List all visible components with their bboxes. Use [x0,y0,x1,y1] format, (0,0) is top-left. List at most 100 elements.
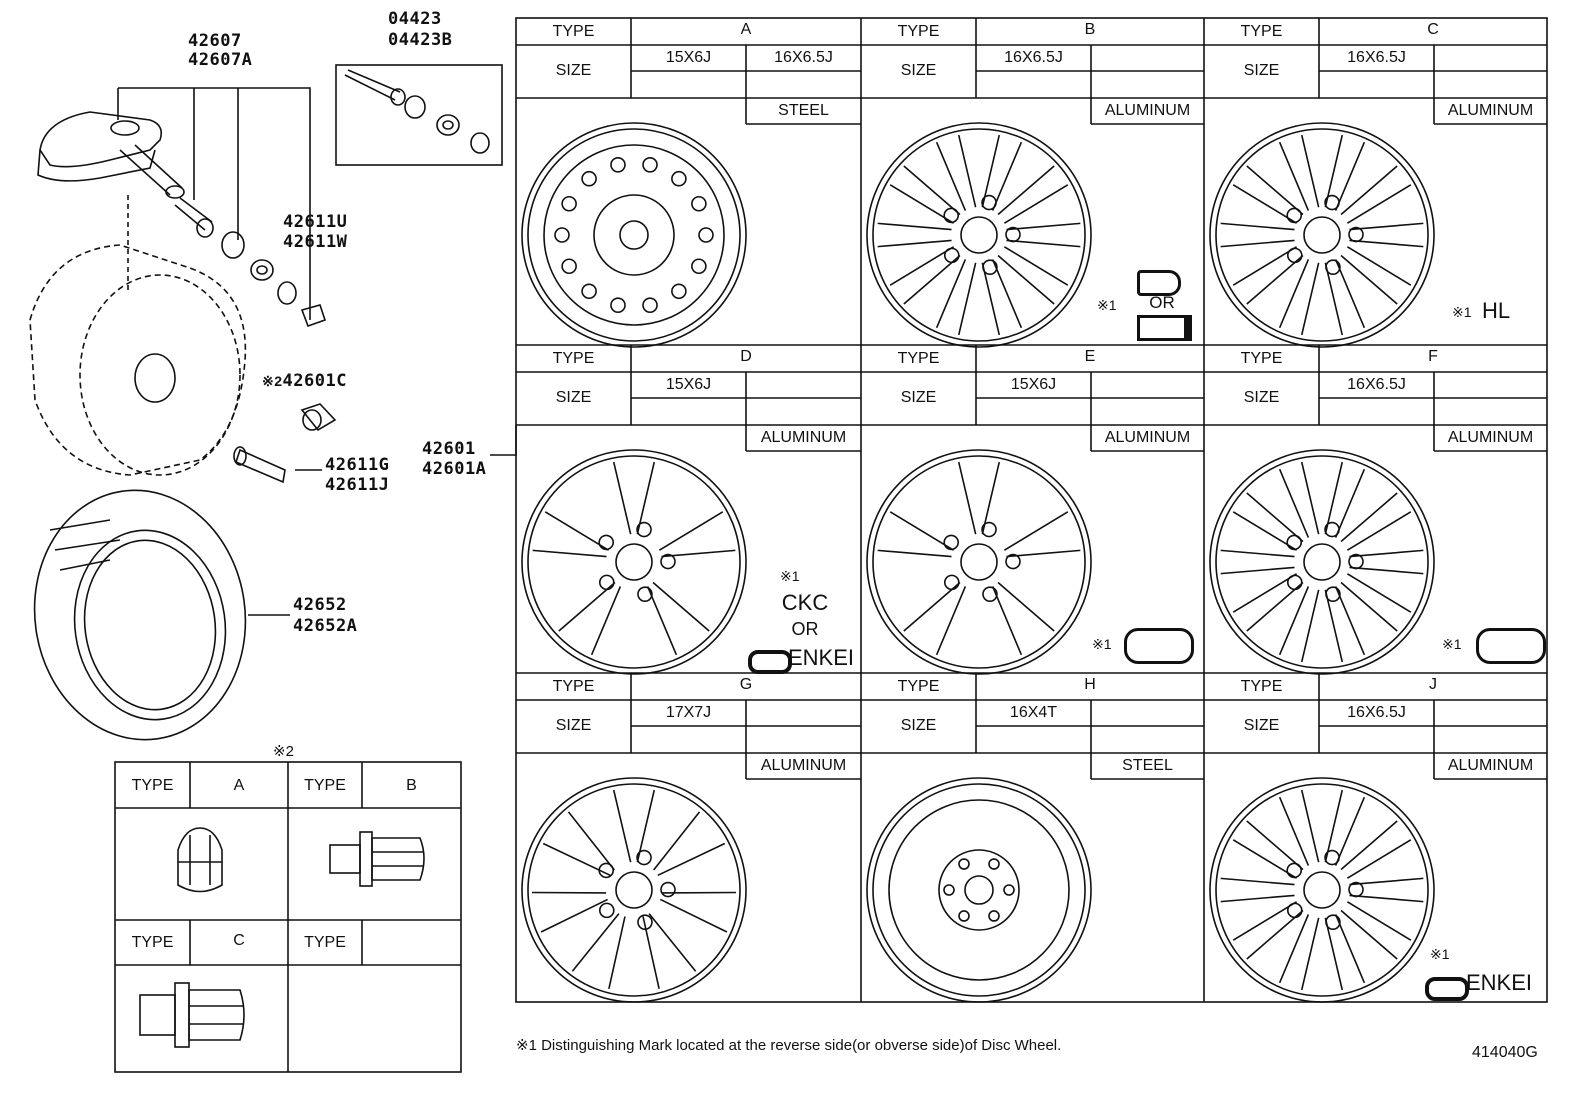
valve-stem-2-drawing [233,446,286,484]
wheel-table-grid [515,17,1548,1003]
wheel-material-c: ALUMINUM [1447,102,1534,119]
diagram-id: 414040G [1472,1044,1538,1061]
wheel-material-h: STEEL [1122,757,1173,774]
wheel-material-f: ALUMINUM [1447,429,1534,446]
wheel-material-b: ALUMINUM [1104,102,1191,119]
wheel-type-d: D [740,348,752,365]
wheel-size-g: 17X7J [665,704,712,721]
wheel-size-label: SIZE [555,389,592,406]
nut-type-a: A [233,777,245,794]
tire-number-b: 42652A [293,616,358,636]
wheel-drawing-e [866,449,1092,675]
lug-nut-drawing [300,403,337,432]
wheel-size-f: 16X6.5J [1347,376,1406,393]
wheel-type-a: A [740,21,752,38]
wheel-type-b: B [1084,21,1096,38]
wheel-type-f: F [1428,348,1438,365]
valve-number-b: 42611W [283,232,348,252]
wheel-material-e: ALUMINUM [1104,429,1191,446]
nut-type-label-c: TYPE [131,934,174,951]
wheel-drawing-b [866,122,1092,348]
wheel-size-d: 15X6J [665,376,712,393]
wheel-drawing-f [1209,449,1435,675]
nut-type-label-b: TYPE [304,777,346,794]
valve-kit-parts [344,69,490,154]
wheel-size-alt-a: 16X6.5J [774,49,833,66]
wheel-drawing-h [866,777,1092,1003]
wheel-material-a: STEEL [778,102,829,119]
wheel-size-h: 16X4T [1009,704,1058,721]
wheel-type-label: TYPE [897,23,940,40]
tire-number: 42652 [293,595,347,615]
wheel-size-label: SIZE [1243,389,1280,406]
valve2-number: 42611G [325,455,390,475]
wheel-material-j: ALUMINUM [1447,757,1534,774]
wheel-drawing-c [1209,122,1435,348]
wheel-size-e: 15X6J [1010,376,1057,393]
nut-b-drawing [329,831,425,887]
mark-b-logo-bottom [1137,315,1192,341]
nut-type-label-d: TYPE [304,934,346,951]
wheel-size-j: 16X6.5J [1347,704,1406,721]
wheel-size-label: SIZE [1243,717,1280,734]
wheel-type-label: TYPE [897,678,940,695]
wheel-drawing-a [521,122,747,348]
sensor-number: 42607 [188,31,242,51]
wheel-type-label: TYPE [1240,350,1283,367]
mark-f: ※1 [1442,636,1462,652]
wheel-type-label: TYPE [1240,23,1283,40]
mark-d-or: OR [791,619,819,639]
nut-type-label-a: TYPE [131,777,174,794]
mark-c: ※1 [1452,304,1472,320]
wheel-type-h: H [1084,676,1096,693]
valve-kit-number: 04423 [388,9,442,29]
wheel-size-label: SIZE [900,389,937,406]
mark-b-logo-top [1137,270,1181,296]
wheel-material-g: ALUMINUM [760,757,847,774]
wheel-type-label: TYPE [552,678,595,695]
wheel-type-e: E [1084,348,1096,365]
wheel-drawing-j [1209,777,1435,1003]
mark-e: ※1 [1092,636,1112,652]
valve-kit-number-b: 04423B [388,30,453,50]
wheel-assembly-drawing [29,195,247,476]
wheel-size-label: SIZE [900,717,937,734]
wheel-drawing-d [521,449,747,675]
nut-table-mark: ※2 [273,743,294,760]
wheel-size-label: SIZE [1243,62,1280,79]
mark-c-hl: HL [1482,298,1511,323]
nut-type-c: C [233,932,245,949]
mark-e-logo [1124,628,1194,664]
nut-part-number: 42601C [282,371,347,391]
mark-b: ※1 [1097,297,1117,313]
wheel-type-c: C [1427,21,1439,38]
mark-f-logo [1476,628,1546,664]
mark-b-or: OR [1149,293,1175,312]
wheel-drawing-g [521,777,747,1003]
nut-number: ※242601C [262,372,347,391]
wheel-size-label: SIZE [555,717,592,734]
mark-d: ※1 [780,568,800,584]
wheel-type-label: TYPE [552,350,595,367]
mark-d-enkei-logo [748,650,792,674]
tire-drawing [33,489,247,741]
wheel-type-label: TYPE [1240,678,1283,695]
nut-a-drawing [177,827,223,893]
nut-c-drawing [139,982,245,1048]
nut-ref-mark: ※2 [262,373,283,389]
wheel-material-d: ALUMINUM [760,429,847,446]
mark-j-enkei-logo [1425,977,1469,1001]
sensor-number-b: 42607A [188,50,253,70]
wheel-size-b: 16X6.5J [1004,49,1063,66]
wheel-number-b: 42601A [422,459,487,479]
nut-type-b: B [406,777,417,794]
wheel-size-a: 15X6J [665,49,712,66]
wheel-type-label: TYPE [897,350,940,367]
tpms-sensor-drawing [37,111,185,199]
nut-table-grid [114,761,462,1073]
mark-d-enkei: ENKEI [788,645,855,670]
mark-j: ※1 [1430,946,1450,962]
wheel-size-label: SIZE [900,62,937,79]
valve-number: 42611U [283,212,348,232]
